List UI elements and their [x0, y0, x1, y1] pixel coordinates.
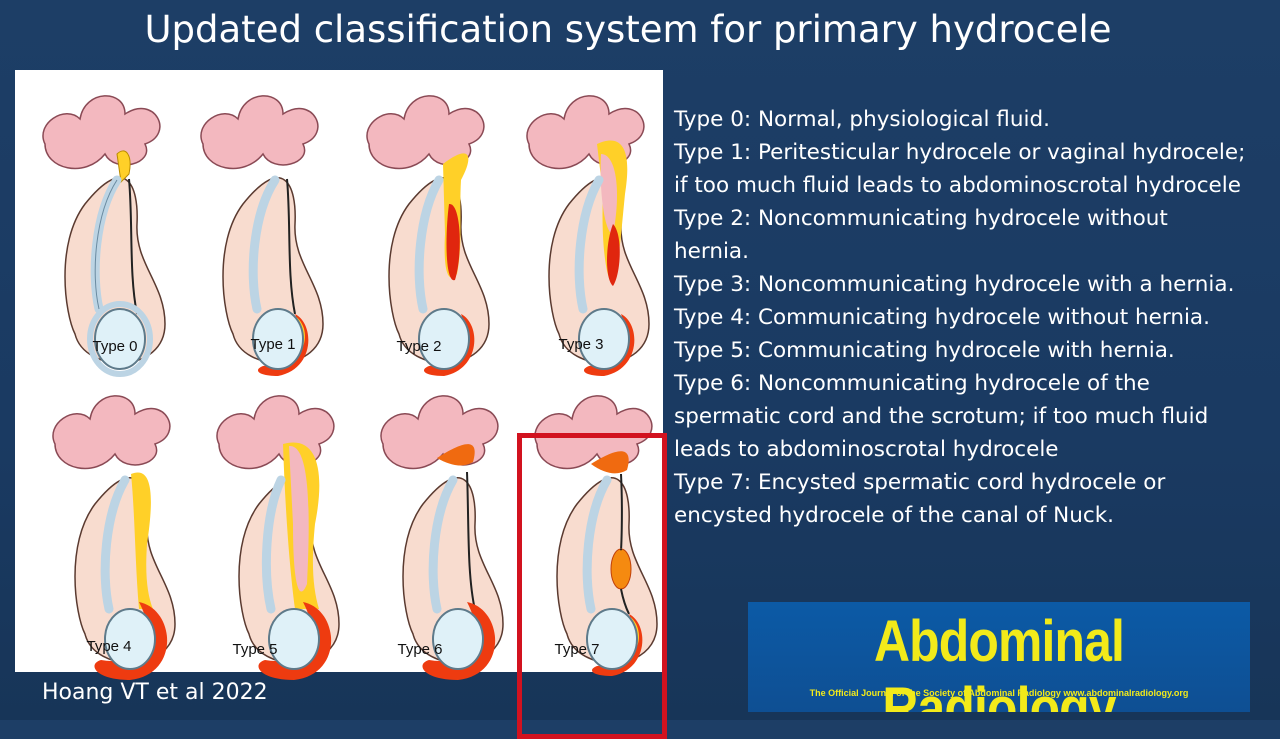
type-label: Type 2 [359, 338, 479, 355]
citation: Hoang VT et al 2022 [42, 680, 268, 705]
description-line: Type 4: Communicating hydrocele without … [674, 301, 1274, 334]
description-line: Type 0: Normal, physiological fluid. [674, 103, 1274, 136]
description-line: Type 5: Communicating hydrocele with her… [674, 334, 1274, 367]
description-line: hernia. [674, 235, 1274, 268]
type-label: Type 6 [360, 641, 480, 658]
type-label: Type 0 [55, 338, 175, 355]
description-line: encysted hydrocele of the canal of Nuck. [674, 499, 1274, 532]
type-label: Type 4 [49, 638, 169, 655]
type-descriptions: Type 0: Normal, physiological fluid. Typ… [674, 103, 1274, 532]
type-label: Type 5 [195, 641, 315, 658]
description-line: Type 6: Noncommunicating hydrocele of th… [674, 367, 1274, 400]
description-line: Type 1: Peritesticular hydrocele or vagi… [674, 136, 1274, 169]
journal-logo-banner: Abdominal Radiology The Official Journal… [748, 602, 1250, 712]
type-7-highlight-box [517, 433, 667, 739]
description-line: spermatic cord and the scrotum; if too m… [674, 400, 1274, 433]
description-line: Type 3: Noncommunicating hydrocele with … [674, 268, 1274, 301]
type-label: Type 1 [213, 336, 333, 353]
type-label: Type 3 [521, 336, 641, 353]
slide-title: Updated classification system for primar… [0, 8, 1256, 51]
description-line: Type 2: Noncommunicating hydrocele witho… [674, 202, 1274, 235]
hydrocele-classification-figure: Type 0 Type 1 Type 2 Type 3 [15, 70, 663, 672]
description-line: Type 7: Encysted spermatic cord hydrocel… [674, 466, 1274, 499]
description-line: if too much fluid leads to abdominoscrot… [674, 169, 1274, 202]
description-line: leads to abdominoscrotal hydrocele [674, 433, 1274, 466]
journal-tagline: The Official Journal of the Society of A… [748, 688, 1250, 698]
